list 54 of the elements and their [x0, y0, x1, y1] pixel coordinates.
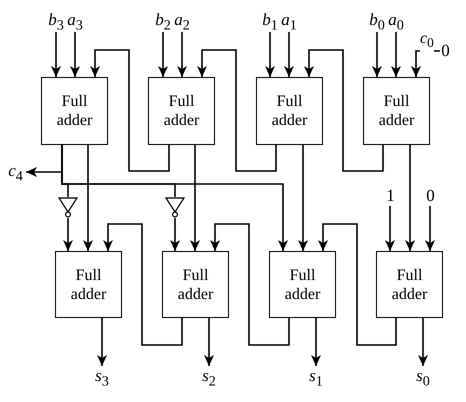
full-adder-box: Full adder: [269, 251, 336, 318]
input-label: b$_{0}$: [369, 10, 385, 32]
arrow: [304, 49, 384, 172]
input-label: a$_{2}$: [174, 10, 190, 32]
constant-label: 1: [385, 186, 396, 206]
full-adder-box: Full adder: [256, 77, 323, 145]
full-adder-box: Full adder: [148, 77, 215, 145]
arrow: [51, 32, 61, 77]
constant-label: 0: [440, 41, 451, 61]
arrow: [103, 223, 183, 346]
output-label: s$_{3}$: [93, 366, 111, 390]
full-adder-box: Full adder: [162, 251, 229, 318]
full-adder-box: Full adder: [55, 251, 122, 318]
full-adder-box: Full adder: [41, 77, 108, 145]
arrow: [425, 206, 435, 251]
constant-label: 0: [425, 186, 436, 206]
output-label: s$_{2}$: [200, 366, 218, 390]
input-label: a$_{1}$: [281, 10, 297, 32]
input-label: b$_{3}$: [48, 10, 64, 32]
carry-label: c$_{4}$: [5, 161, 26, 183]
arrow: [204, 318, 214, 366]
arrow: [90, 49, 170, 172]
arrow: [210, 223, 290, 346]
full-adder-box: Full adder: [376, 251, 443, 318]
arrow: [265, 32, 275, 77]
arrow: [190, 145, 200, 251]
arrow: [372, 32, 382, 77]
arrow: [63, 218, 73, 251]
arrow: [311, 318, 321, 366]
arrow: [318, 223, 397, 346]
input-label: a$_{3}$: [67, 10, 83, 32]
arrow: [418, 318, 428, 366]
arrow: [284, 32, 294, 77]
output-label: s$_{0}$: [414, 366, 432, 390]
input-label: b$_{1}$: [262, 10, 278, 32]
arrow: [61, 145, 288, 251]
arrow: [197, 49, 277, 172]
arrow: [83, 145, 93, 251]
arrow: [405, 145, 415, 251]
output-label: s$_{1}$: [307, 366, 325, 390]
input-label: a$_{0}$: [388, 10, 404, 32]
arrow: [385, 206, 395, 251]
arrow: [177, 32, 187, 77]
full-adder-box: Full adder: [363, 77, 430, 145]
arrow: [158, 32, 168, 77]
arrow: [70, 32, 80, 77]
arrow: [298, 145, 308, 251]
arrow: [97, 318, 107, 366]
arrow: [391, 32, 401, 77]
arrow: [170, 218, 180, 251]
input-label: b$_{2}$: [155, 10, 171, 32]
inverter-symbol: [58, 197, 78, 218]
arrow: [411, 50, 440, 77]
inverter-symbol: [165, 197, 185, 218]
